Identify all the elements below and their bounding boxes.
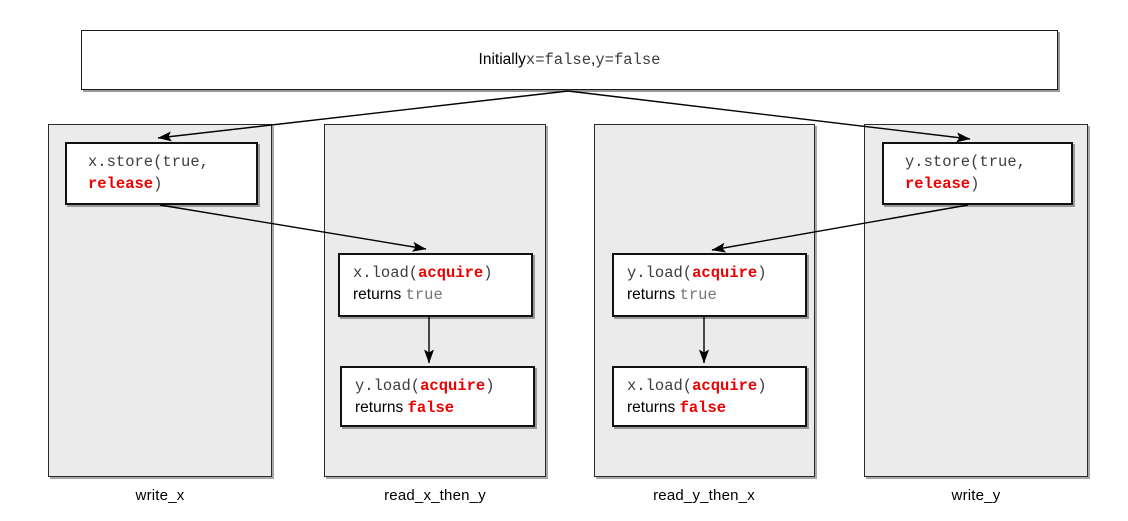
initial-y-value: y=false [595,51,661,69]
store-y-close-paren: ) [970,175,980,193]
load-y-ordering: acquire [420,377,486,395]
initial-state-box: Initially x=false , y=false [81,30,1058,90]
returns-word: returns [353,286,406,303]
load-y2-ordering: acquire [692,264,758,282]
load-y2-close-paren: ) [757,264,767,282]
load-y-returns-true-node: y.load(acquire) returns true [612,253,807,317]
load-y-returns-line: returns false [355,397,533,419]
load-y-return-value: false [407,399,455,417]
store-y-ordering-line: release) [905,173,1071,195]
thread-label-write-y: write_y [951,487,1001,504]
load-x-call-line: x.load(acquire) [353,262,531,284]
load-x2-returns-line: returns false [627,397,805,419]
store-y-call-line: y.store(true, [905,151,1071,173]
returns-word: returns [355,399,408,416]
load-y2-returns-line: returns true [627,284,805,306]
thread-label-read-y-then-x: read_y_then_x [653,487,755,504]
load-y-call-line: y.load(acquire) [355,375,533,397]
store-x-call-line: x.store(true, [88,151,256,173]
returns-word: returns [627,399,680,416]
load-x-call: x.load( [353,264,419,282]
load-x2-return-value: false [679,399,727,417]
store-y-ordering: release [905,175,971,193]
store-x-ordering-line: release) [88,173,256,195]
store-x-node: x.store(true, release) [65,142,258,205]
load-x2-call-line: x.load(acquire) [627,375,805,397]
load-x-close-paren: ) [483,264,493,282]
load-x2-call: x.load( [627,377,693,395]
initial-state-prefix: Initially [478,51,526,68]
store-x-call: x.store(true, [88,153,209,171]
thread-label-write-x: write_x [135,487,185,504]
load-y2-call-line: y.load(acquire) [627,262,805,284]
initial-x-value: x=false [525,51,592,69]
load-y2-call: y.load( [627,264,693,282]
store-y-call: y.store(true, [905,153,1026,171]
load-y-returns-false-node: y.load(acquire) returns false [340,366,535,427]
store-y-node: y.store(true, release) [882,142,1073,205]
load-x-returns-false-node: x.load(acquire) returns false [612,366,807,427]
initial-separator: , [591,51,596,68]
load-x-return-value: true [405,286,443,304]
thread-label-read-x-then-y: read_x_then_y [384,487,486,504]
load-x-ordering: acquire [418,264,484,282]
load-x-returns-line: returns true [353,284,531,306]
load-x2-close-paren: ) [757,377,767,395]
load-y-close-paren: ) [485,377,495,395]
store-x-close-paren: ) [153,175,163,193]
load-x-returns-true-node: x.load(acquire) returns true [338,253,533,317]
returns-word: returns [627,286,680,303]
load-y-call: y.load( [355,377,421,395]
load-y2-return-value: true [679,286,717,304]
load-x2-ordering: acquire [692,377,758,395]
store-x-ordering: release [88,175,154,193]
